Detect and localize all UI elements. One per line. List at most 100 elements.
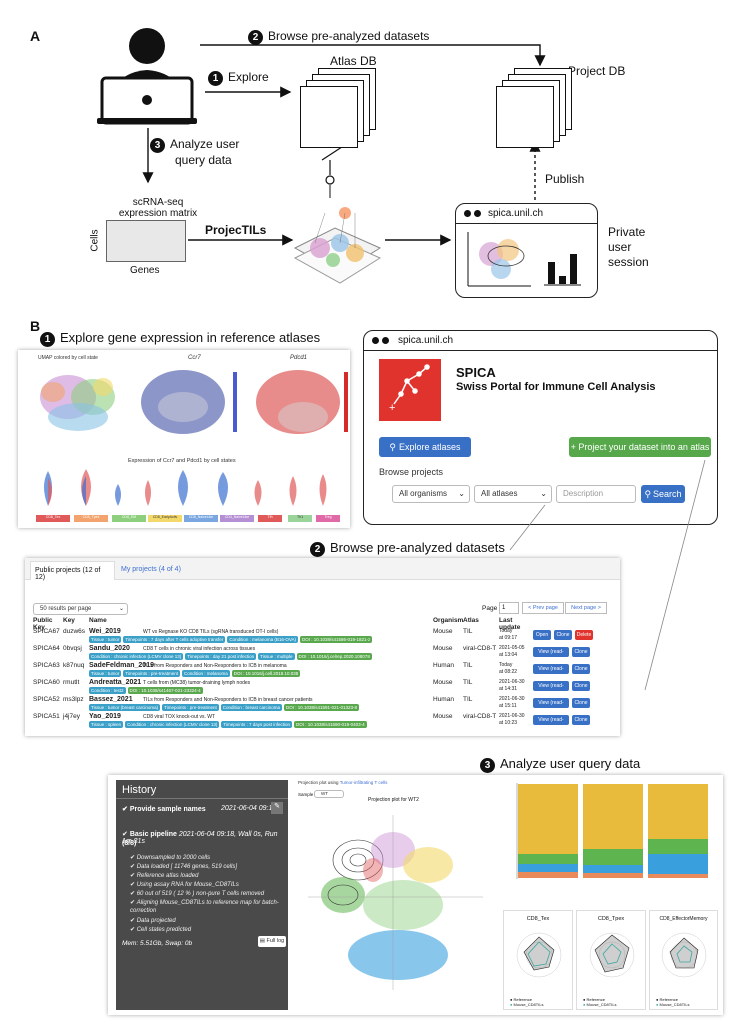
col-public-key: Public Key	[33, 617, 53, 631]
cell-name: SadeFeldman_2019	[89, 662, 154, 669]
cell-key: k87nuq	[63, 662, 85, 669]
cell-date: 2021-06-30	[499, 679, 525, 685]
delete-button[interactable]: Delete	[575, 630, 593, 640]
description-input[interactable]: Description	[556, 485, 636, 503]
history-log-line: ✔ 60 out of 519 ( 12 % ) non-pure T cell…	[130, 890, 264, 897]
project-tag: Tissue : tumor	[89, 670, 122, 677]
edit-icon[interactable]: ✎	[271, 802, 283, 814]
cell-name: Sandu_2020	[89, 645, 130, 652]
prev-page-button[interactable]: < Prev page	[522, 602, 564, 614]
sample-select[interactable]: WT	[314, 790, 344, 798]
history-sidebar: History ✔ Provide sample names 2021-06-0…	[116, 780, 288, 1010]
cell-key: ms3lpz	[63, 696, 84, 703]
clone-button[interactable]: Clone	[572, 681, 590, 691]
clone-button[interactable]: Clone	[554, 630, 572, 640]
user-laptop-icon	[97, 28, 197, 125]
search-button[interactable]: ⚲Search	[641, 485, 685, 503]
project-tag: DOI : 10.1038/s41586-019-1821-z	[300, 636, 373, 643]
session-plots	[467, 232, 581, 287]
atlas-db-label: Atlas DB	[330, 54, 377, 68]
history-log-text: Downsampled to 2000 cells	[136, 855, 211, 861]
tab-public-projects[interactable]: Public projects (12 of 12)	[30, 561, 115, 581]
clone-button[interactable]: Clone	[572, 647, 590, 657]
state-label: CD4_NaiveLike	[220, 515, 254, 522]
history-log-line: correction	[130, 908, 156, 914]
genes-axis-label: Genes	[130, 265, 160, 276]
check-icon: ✔	[130, 873, 137, 879]
violin-plots	[44, 469, 327, 506]
radar-charts: CD8_Tex ● Reference● Mouse_CD8TILs CD8_T…	[503, 910, 718, 1010]
memory-usage: Mem: 5.51Gb, Swap: 0b	[122, 940, 193, 947]
view-read-only-button[interactable]: View (read-only)	[533, 681, 569, 699]
radar-legend: ● Reference● Mouse_CD8TILs	[583, 997, 617, 1007]
explore-atlases-button[interactable]: ⚲Explore atlases	[379, 437, 471, 457]
col-atlas: Atlas	[463, 617, 479, 624]
cell-name: Yao_2019	[89, 713, 121, 720]
project-tag: Timepoints : day 21 post infection	[185, 653, 257, 660]
clone-button[interactable]: Clone	[572, 715, 590, 725]
project-tag: Tissue : tumor	[89, 636, 122, 643]
history-log-text: 60 out of 519 ( 12 % ) non-pure T cells …	[136, 891, 265, 897]
cell-state-composition-chart	[516, 783, 708, 879]
view-read-only-button[interactable]: View (read-only)	[533, 698, 569, 716]
cell-public-key: SPICA64	[33, 645, 60, 652]
history-step-1: ✔ Provide sample names	[122, 806, 206, 813]
cell-atlas: viral-CD8-T	[463, 713, 497, 720]
organism-select[interactable]: All organisms⌄	[392, 485, 470, 503]
cell-organism: Human	[433, 696, 454, 703]
cell-atlas: viral-CD8-T	[463, 645, 497, 652]
spica-subtitle: Swiss Portal for Immune Cell Analysis	[456, 381, 656, 393]
tag-list: Tissue : tumor (breast carcinoma)Timepoi…	[89, 704, 361, 711]
project-tag: Condition : melanoma	[181, 670, 230, 677]
history-step-2-count: (8/8)	[122, 840, 137, 847]
next-page-button[interactable]: Next page >	[565, 602, 607, 614]
view-read-only-button[interactable]: View (read-only)	[533, 647, 569, 665]
chevron-down-icon: ⌄	[458, 489, 465, 498]
cell-description: TILs from Responders and Non-Responders …	[143, 663, 287, 669]
cell-atlas: TIL	[463, 662, 473, 669]
panel-b-letter: B	[30, 318, 41, 334]
cell-time: at 10:23	[499, 720, 518, 726]
radar-chart: CD8_EffectorMemory ● Reference● Mouse_CD…	[649, 910, 718, 1010]
svg-text:+: +	[389, 402, 395, 414]
violin-title: Expression of Ccr7 and Pdcd1 by cell sta…	[128, 458, 236, 464]
state-label: CD8_EM	[112, 515, 146, 522]
history-log-text: Cell states predicted	[136, 927, 192, 933]
view-read-only-button[interactable]: View (read-only)	[533, 715, 569, 733]
full-log-button[interactable]: ▤ Full log	[258, 936, 286, 947]
chevron-down-icon: ⌄	[540, 489, 547, 498]
cell-time: at 13:04	[499, 652, 518, 658]
state-label: CD8_EarlyActiv	[148, 515, 182, 522]
cell-organism: Human	[433, 662, 454, 669]
history-title: History	[122, 784, 157, 796]
clone-button[interactable]: Clone	[572, 698, 590, 708]
per-page-select[interactable]: 50 results per page⌄	[33, 603, 128, 615]
history-log-text: correction	[130, 908, 157, 914]
page-input[interactable]: 1	[499, 602, 519, 614]
search-icon: ⚲	[644, 488, 652, 499]
history-log-text: Reference atlas loaded	[136, 873, 199, 879]
history-log-text: Data projected	[136, 918, 176, 924]
tab-my-projects[interactable]: My projects (4 of 4)	[121, 566, 181, 573]
private-session-window: spica.unil.ch	[455, 203, 598, 298]
atlas-select[interactable]: All atlases⌄	[474, 485, 552, 503]
umap-title-2: Ccr7	[188, 355, 201, 361]
check-icon: ✔	[130, 891, 137, 897]
radar-chart: CD8_Tpex ● Reference● Mouse_CD8TILs	[576, 910, 646, 1010]
state-label: Treg	[316, 515, 340, 522]
check-icon: ✔	[130, 882, 137, 888]
view-read-only-button[interactable]: View (read-only)	[533, 664, 569, 682]
project-tag: Tissue : tumor (breast carcinoma)	[89, 704, 161, 711]
clone-button[interactable]: Clone	[572, 664, 590, 674]
open-button[interactable]: Open	[533, 630, 551, 640]
cell-atlas: TIL	[463, 679, 473, 686]
history-log-line: ✔ Data loaded [ 11746 genes, 519 cells]	[130, 863, 237, 870]
history-log-line: ✔ Data projected	[130, 917, 176, 924]
cell-time: at 09:17	[499, 635, 518, 641]
project-dataset-button[interactable]: + Project your dataset into an atlas	[569, 437, 711, 457]
